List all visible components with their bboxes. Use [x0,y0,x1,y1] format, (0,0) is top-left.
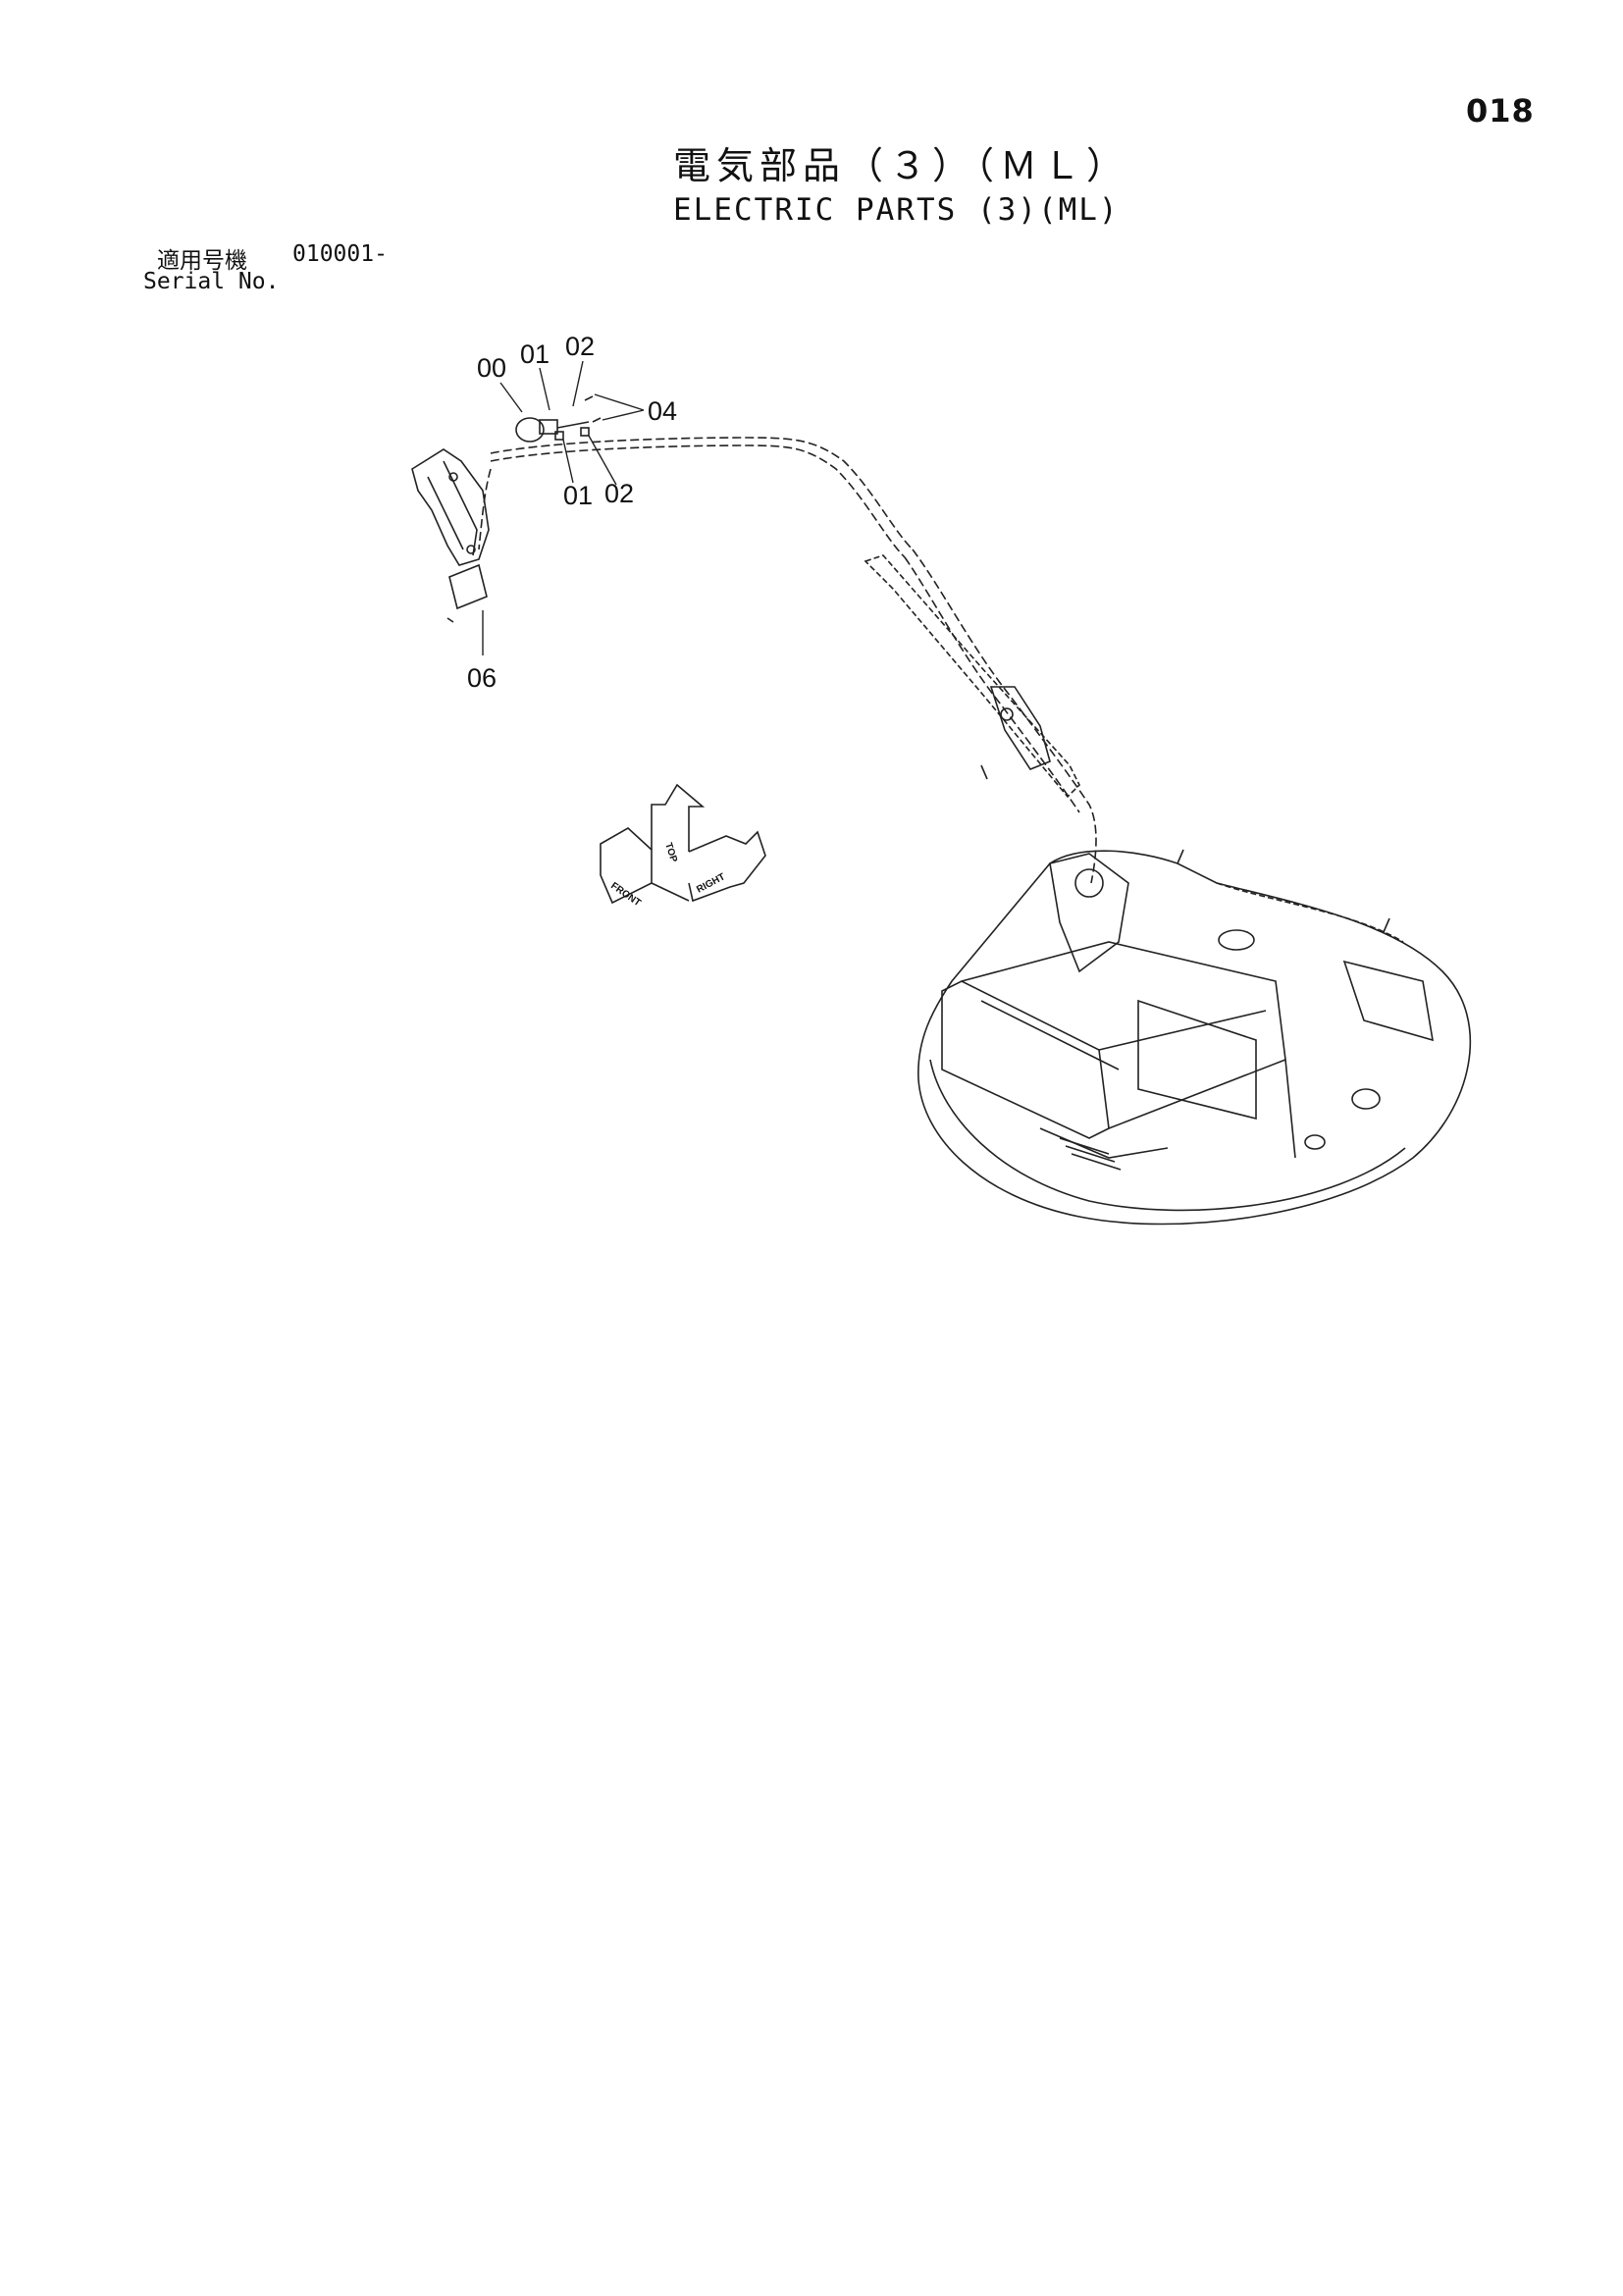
orientation-top-label: TOP [662,842,679,864]
callout-02-top: 02 [565,332,595,361]
callout-01-top: 01 [520,339,550,369]
orientation-front-label: FRONT [608,880,643,909]
serial-label-japanese: 適用号機 [157,248,247,274]
callout-02-bottom: 02 [604,479,634,508]
page-number: 018 [1466,92,1535,130]
light-assembly [515,395,602,443]
upper-frame [917,849,1472,1226]
boom-harness-loop [864,554,1080,799]
callout-06: 06 [467,663,497,693]
title-japanese: 電気部品（３）（ＭＬ） [673,144,1130,187]
serial-number-value: 010001- [292,241,388,267]
title-english: ELECTRIC PARTS (3)(ML) [673,192,1120,228]
callout-00: 00 [477,353,506,383]
wire-harness [478,437,1097,884]
callout-04: 04 [648,396,677,426]
orientation-right-label: RIGHT [695,871,727,895]
leader-lines [482,360,645,655]
callout-01-bottom: 01 [563,481,593,510]
orientation-arrows-icon: FRONT TOP RIGHT [600,783,766,909]
serial-label-english: Serial No. [143,269,280,294]
bracket-assembly [411,448,490,623]
